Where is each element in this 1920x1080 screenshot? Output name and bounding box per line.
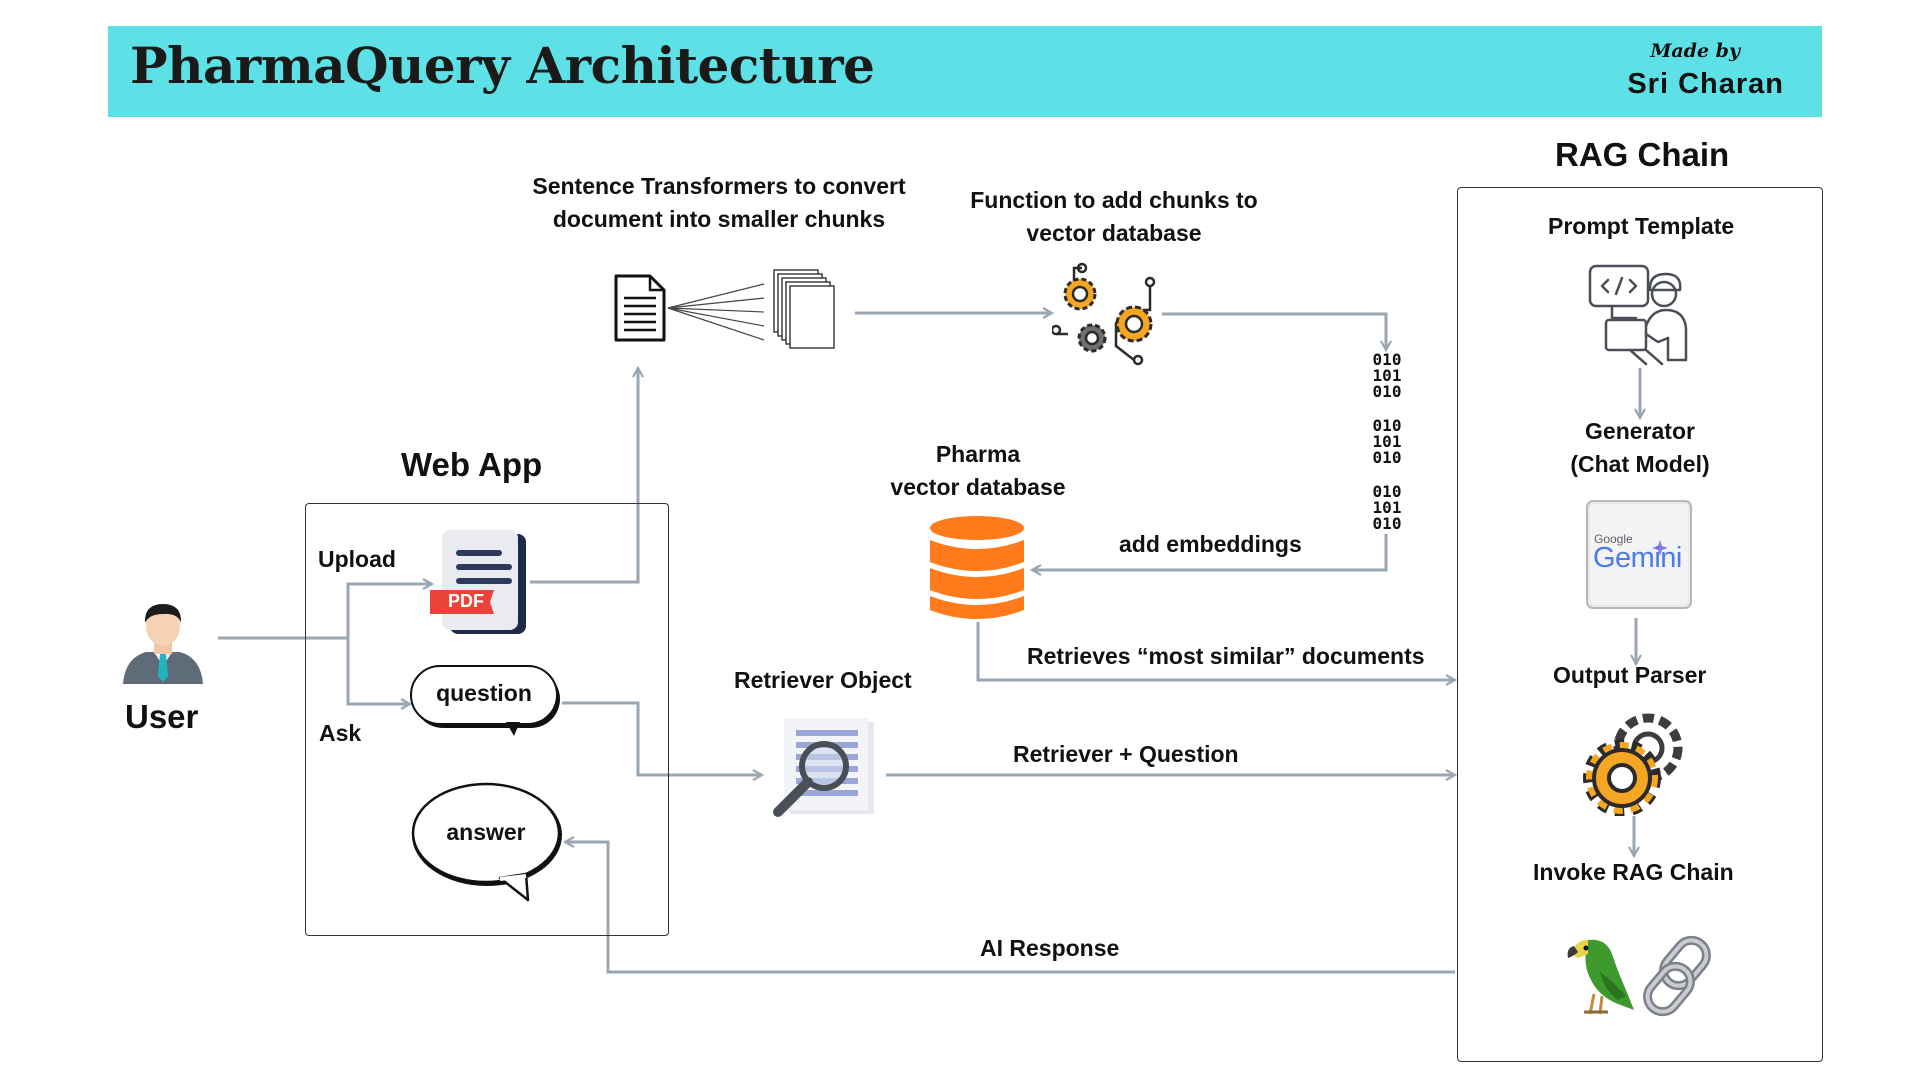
pdf-to-document-arrow (530, 368, 638, 584)
page-title: PharmaQuery Architecture (130, 36, 875, 95)
user-to-ask-arrow (346, 638, 410, 704)
document-icon (612, 272, 668, 344)
user-label: User (125, 698, 199, 735)
generator-label: Generator (Chat Model) (1570, 418, 1710, 477)
ask-label: Ask (319, 720, 362, 746)
sentence-transformers-label: Sentence Transformers to convert documen… (532, 173, 906, 232)
web-app-panel (305, 503, 669, 936)
question-bubble[interactable]: question (410, 664, 564, 738)
prompt-template-label: Prompt Template (1548, 213, 1735, 239)
database-icon (928, 514, 1026, 626)
retriever-question-label: Retriever + Question (1013, 741, 1239, 767)
binary-data-icon: 010 101 010 010 101 010 010 101 010 (1372, 350, 1402, 533)
retrieves-docs-label: Retrieves “most similar” documents (1027, 643, 1425, 669)
add-embeddings-label: add embeddings (1119, 531, 1302, 557)
gears-icon (1050, 262, 1164, 368)
question-to-retriever-arrow (562, 701, 762, 775)
header-bar: PharmaQuery Architecture Made by Sri Cha… (108, 26, 1822, 117)
retriever-object-label: Retriever Object (734, 667, 912, 693)
question-text: question (436, 680, 532, 706)
web-app-title: Web App (401, 446, 543, 483)
invoke-rag-label: Invoke RAG Chain (1533, 859, 1734, 885)
made-by-label: Made by (1650, 40, 1740, 62)
function-to-binary-arrow (1162, 312, 1386, 350)
user-avatar-icon (120, 596, 206, 686)
add-chunks-function-label: Function to add chunks to vector databas… (970, 187, 1258, 246)
retrieves-arrow (976, 622, 1455, 680)
rag-chain-title: RAG Chain (1555, 136, 1730, 173)
parrot-icon (1554, 932, 1644, 1018)
search-document-icon (768, 718, 880, 822)
output-parser-label: Output Parser (1553, 662, 1707, 688)
ai-response-label: AI Response (980, 935, 1120, 961)
embeddings-arrow (1032, 534, 1388, 570)
gear-output-icon (1580, 706, 1690, 817)
chain-link-icon (1640, 932, 1732, 1018)
upload-label: Upload (318, 546, 396, 572)
ai-response-arrow (565, 842, 1455, 974)
chunks-icon (772, 268, 838, 350)
answer-bubble: answer (408, 780, 568, 902)
pdf-badge-text: PDF (448, 591, 484, 611)
gemini-small-text: Google (1594, 532, 1633, 546)
gemini-brand-text: Gemini (1593, 542, 1682, 574)
gemini-logo-icon: Google Gemini (1584, 498, 1694, 611)
answer-text: answer (446, 819, 526, 845)
author-name: Sri Charan (1627, 68, 1784, 100)
user-to-upload-arrow (218, 584, 432, 640)
pdf-icon[interactable]: PDF (428, 530, 528, 638)
vector-db-label: Pharma vector database (890, 441, 1066, 500)
prompt-template-icon (1586, 262, 1692, 366)
rag-chain-panel (1457, 187, 1823, 1062)
